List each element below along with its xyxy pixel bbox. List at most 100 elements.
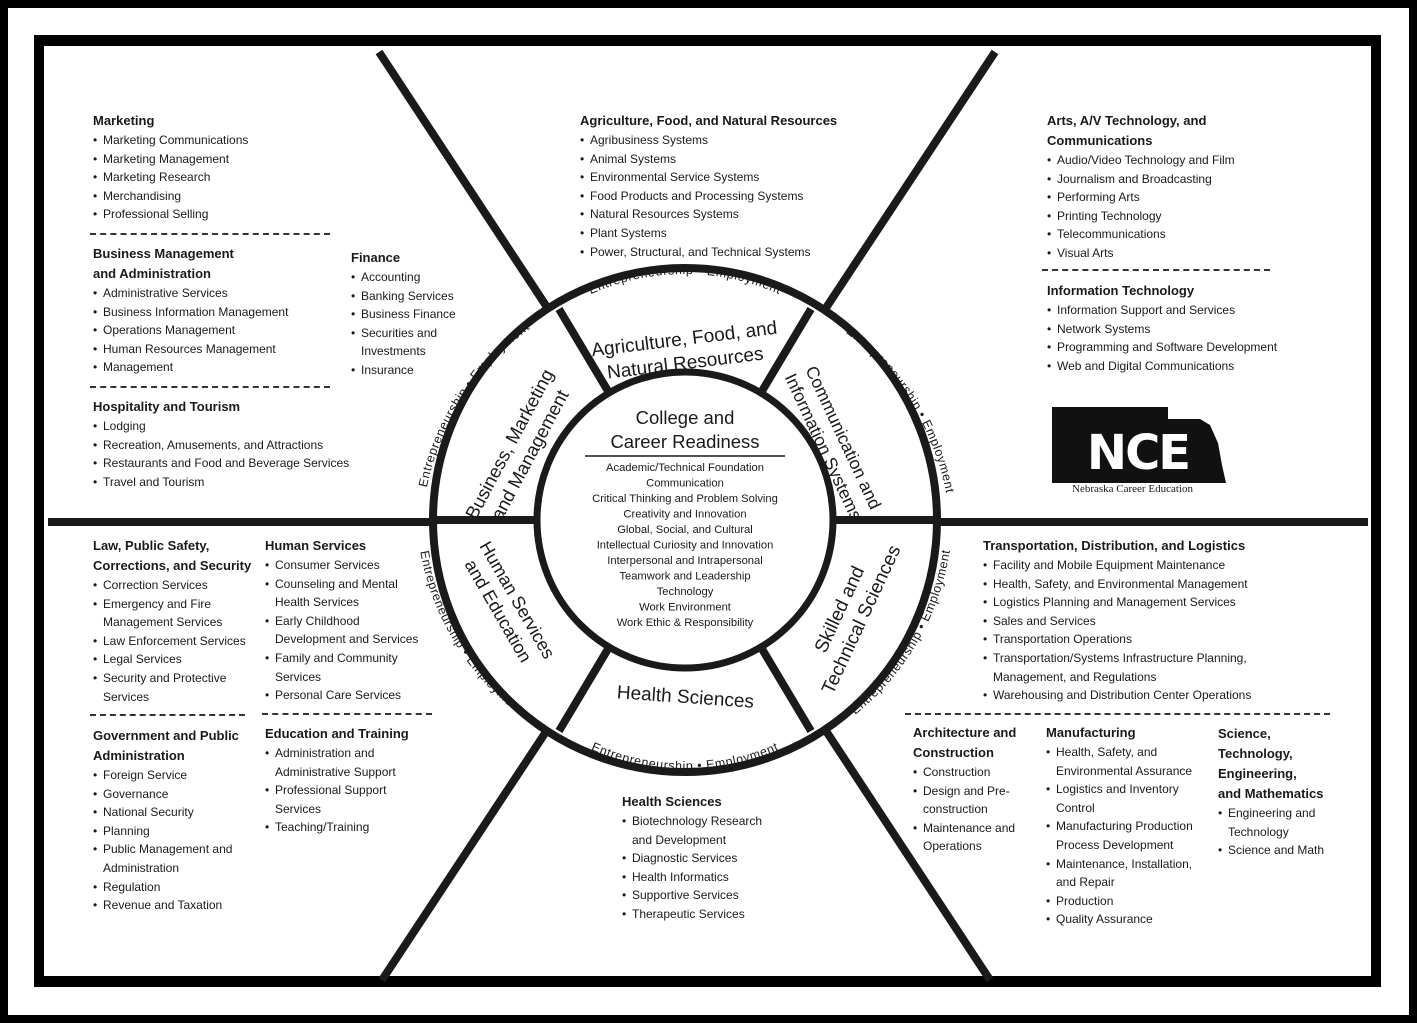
cluster-title: Health Sciences: [622, 794, 722, 809]
pathway-item: Regulation: [93, 878, 253, 897]
pathway-item: Law Enforcement Services: [93, 632, 253, 651]
pathway-item: Food Products and Processing Systems: [580, 187, 850, 206]
cluster-transportation: Transportation, Distribution, and Logist…: [983, 536, 1253, 705]
pathway-item: Design and Pre-construction: [913, 782, 1028, 819]
pathway-item: Securities and Investments: [351, 324, 461, 361]
pathway-item: Plant Systems: [580, 224, 850, 243]
pathway-item: Web and Digital Communications: [1047, 357, 1297, 376]
pathway-item: Administrative Services: [93, 284, 343, 303]
pathway-item: Recreation, Amusements, and Attractions: [93, 436, 353, 455]
pathway-item: Logistics Planning and Management Servic…: [983, 593, 1253, 612]
pathway-list: Biotechnology Research and DevelopmentDi…: [622, 812, 772, 924]
pathway-list: Foreign ServiceGovernanceNational Securi…: [93, 766, 253, 915]
center-skill-list: Academic/Technical FoundationCommunicati…: [592, 462, 778, 629]
divider-dashed: [90, 714, 245, 716]
pathway-list: Agribusiness SystemsAnimal SystemsEnviro…: [580, 131, 850, 261]
cluster-marketing: Marketing Marketing CommunicationsMarket…: [93, 111, 338, 224]
pathway-item: Human Resources Management: [93, 340, 343, 359]
pathway-list: Audio/Video Technology and FilmJournalis…: [1047, 151, 1287, 263]
pathway-list: Health, Safety, and Environmental Assura…: [1046, 743, 1196, 929]
cluster-title: Law, Public Safety,Corrections, and Secu…: [93, 538, 252, 573]
pathway-item: Performing Arts: [1047, 188, 1287, 207]
pathway-item: Programming and Software Development: [1047, 338, 1297, 357]
pathway-item: Banking Services: [351, 287, 461, 306]
pathway-item: Manufacturing Production Process Develop…: [1046, 817, 1196, 854]
pathway-item: Warehousing and Distribution Center Oper…: [983, 686, 1253, 705]
divider-dashed: [90, 233, 330, 235]
cluster-finance: Finance AccountingBanking ServicesBusine…: [351, 248, 461, 380]
pathway-list: Engineering and TechnologyScience and Ma…: [1218, 804, 1338, 860]
pathway-item: Logistics and Inventory Control: [1046, 780, 1196, 817]
cluster-education: Education and Training Administration an…: [265, 724, 435, 837]
divider-dashed: [905, 713, 1330, 715]
pathway-item: Travel and Tourism: [93, 473, 353, 492]
divider-dashed: [262, 713, 432, 715]
pathway-item: Maintenance, Installation, and Repair: [1046, 855, 1196, 892]
nebraska-outline-icon: NCE: [1052, 407, 1226, 483]
cluster-title: Hospitality and Tourism: [93, 399, 241, 414]
pathway-list: Administration and Administrative Suppor…: [265, 744, 435, 837]
pathway-item: Security and Protective Services: [93, 669, 253, 706]
pathway-item: Public Management and Administration: [93, 840, 253, 877]
pathway-item: Facility and Mobile Equipment Maintenanc…: [983, 556, 1253, 575]
pathway-item: Printing Technology: [1047, 207, 1287, 226]
pathway-item: Health, Safety, and Environmental Manage…: [983, 575, 1253, 594]
pathway-item: Personal Care Services: [265, 686, 425, 705]
pathway-item: Diagnostic Services: [622, 849, 772, 868]
cluster-title: Marketing: [93, 113, 155, 128]
pathway-list: Information Support and ServicesNetwork …: [1047, 301, 1297, 375]
pathway-item: Environmental Service Systems: [580, 168, 850, 187]
pathway-item: Lodging: [93, 417, 353, 436]
pathway-list: ConstructionDesign and Pre-constructionM…: [913, 763, 1028, 856]
cluster-human-services: Human Services Consumer ServicesCounseli…: [265, 536, 425, 705]
pathway-item: Transportation Operations: [983, 630, 1253, 649]
divider-dashed: [90, 386, 330, 388]
pathway-item: Telecommunications: [1047, 225, 1287, 244]
center-title: College and Career Readiness: [610, 407, 759, 452]
center-skill-item: Critical Thinking and Problem Solving: [592, 493, 778, 505]
pathway-item: Supportive Services: [622, 886, 772, 905]
cluster-hospitality: Hospitality and Tourism LodgingRecreatio…: [93, 397, 353, 491]
pathway-list: Facility and Mobile Equipment Maintenanc…: [983, 556, 1253, 705]
pathway-item: Business Finance: [351, 305, 461, 324]
pathway-item: Insurance: [351, 361, 461, 380]
cluster-title: Science,Technology,Engineering,and Mathe…: [1218, 726, 1324, 801]
cluster-agriculture: Agriculture, Food, and Natural Resources…: [580, 111, 850, 261]
center-skill-item: Global, Social, and Cultural: [617, 524, 753, 536]
divider-dashed: [1042, 269, 1270, 271]
center-skill-item: Work Environment: [639, 602, 732, 614]
pathway-item: Teaching/Training: [265, 818, 435, 837]
center-skill-item: Creativity and Innovation: [623, 509, 746, 521]
pathway-item: Therapeutic Services: [622, 905, 772, 924]
pathway-item: Maintenance and Operations: [913, 819, 1028, 856]
pathway-item: Engineering and Technology: [1218, 804, 1338, 841]
pathway-item: Health, Safety, and Environmental Assura…: [1046, 743, 1196, 780]
cluster-title: Agriculture, Food, and Natural Resources: [580, 113, 838, 128]
cluster-law: Law, Public Safety,Corrections, and Secu…: [93, 536, 253, 706]
pathway-item: Marketing Communications: [93, 131, 338, 150]
pathway-item: Quality Assurance: [1046, 910, 1196, 929]
cluster-title: Education and Training: [265, 726, 409, 741]
pathway-item: Correction Services: [93, 576, 253, 595]
cluster-manufacturing: Manufacturing Health, Safety, and Enviro…: [1046, 723, 1196, 929]
pathway-item: Sales and Services: [983, 612, 1253, 631]
pathway-item: Revenue and Taxation: [93, 896, 253, 915]
pathway-list: Marketing CommunicationsMarketing Manage…: [93, 131, 338, 224]
cluster-title: Human Services: [265, 538, 367, 553]
pathway-item: Business Information Management: [93, 303, 343, 322]
pathway-item: Transportation/Systems Infrastructure Pl…: [983, 649, 1253, 686]
pathway-item: Professional Selling: [93, 205, 338, 224]
cluster-health-sciences: Health Sciences Biotechnology Research a…: [622, 792, 772, 924]
pathway-item: Management: [93, 358, 343, 377]
pathway-item: Early Childhood Development and Services: [265, 612, 425, 649]
pathway-item: Science and Math: [1218, 841, 1338, 860]
inner-ring: [533, 368, 837, 672]
pathway-item: Family and Community Services: [265, 649, 425, 686]
pathway-item: Information Support and Services: [1047, 301, 1297, 320]
cluster-title: Transportation, Distribution, and Logist…: [983, 538, 1246, 553]
pathway-list: LodgingRecreation, Amusements, and Attra…: [93, 417, 353, 491]
pathway-item: Governance: [93, 785, 253, 804]
